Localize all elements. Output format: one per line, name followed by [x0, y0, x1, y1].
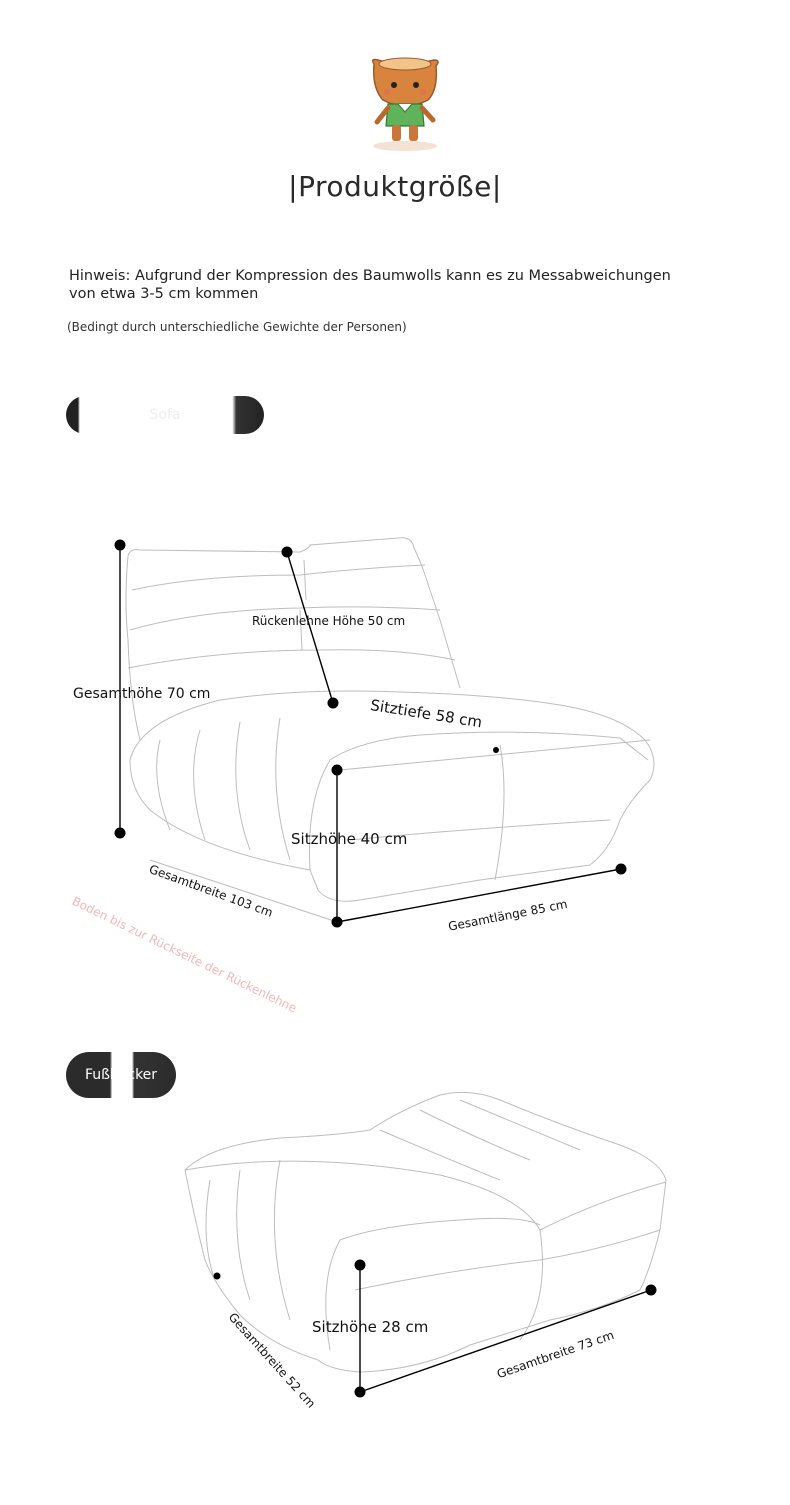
label-total-height: Gesamthöhe 70 cm — [73, 686, 211, 702]
label-back-height: Rückenlehne Höhe 50 cm — [252, 614, 406, 628]
tab-ottoman[interactable]: Fußhocker — [66, 1052, 176, 1098]
hint-subnote: (Bedingt durch unterschiedliche Gewichte… — [67, 320, 407, 334]
tab-sofa[interactable]: Sofa — [66, 396, 264, 434]
tab-ottoman-label: Fußhocker — [84, 1067, 158, 1083]
ottoman-label-seat-height: Sitzhöhe 28 cm — [312, 1318, 429, 1336]
sofa-diagram — [114, 537, 655, 928]
page-title: |Produktgröße| — [288, 170, 502, 203]
tree-stump-mascot-icon — [371, 57, 439, 151]
tab-sofa-label: Sofa — [149, 407, 181, 423]
hint-note: Hinweis: Aufgrund der Kompression des Ba… — [69, 268, 671, 302]
label-seat-height: Sitzhöhe 40 cm — [291, 830, 408, 848]
